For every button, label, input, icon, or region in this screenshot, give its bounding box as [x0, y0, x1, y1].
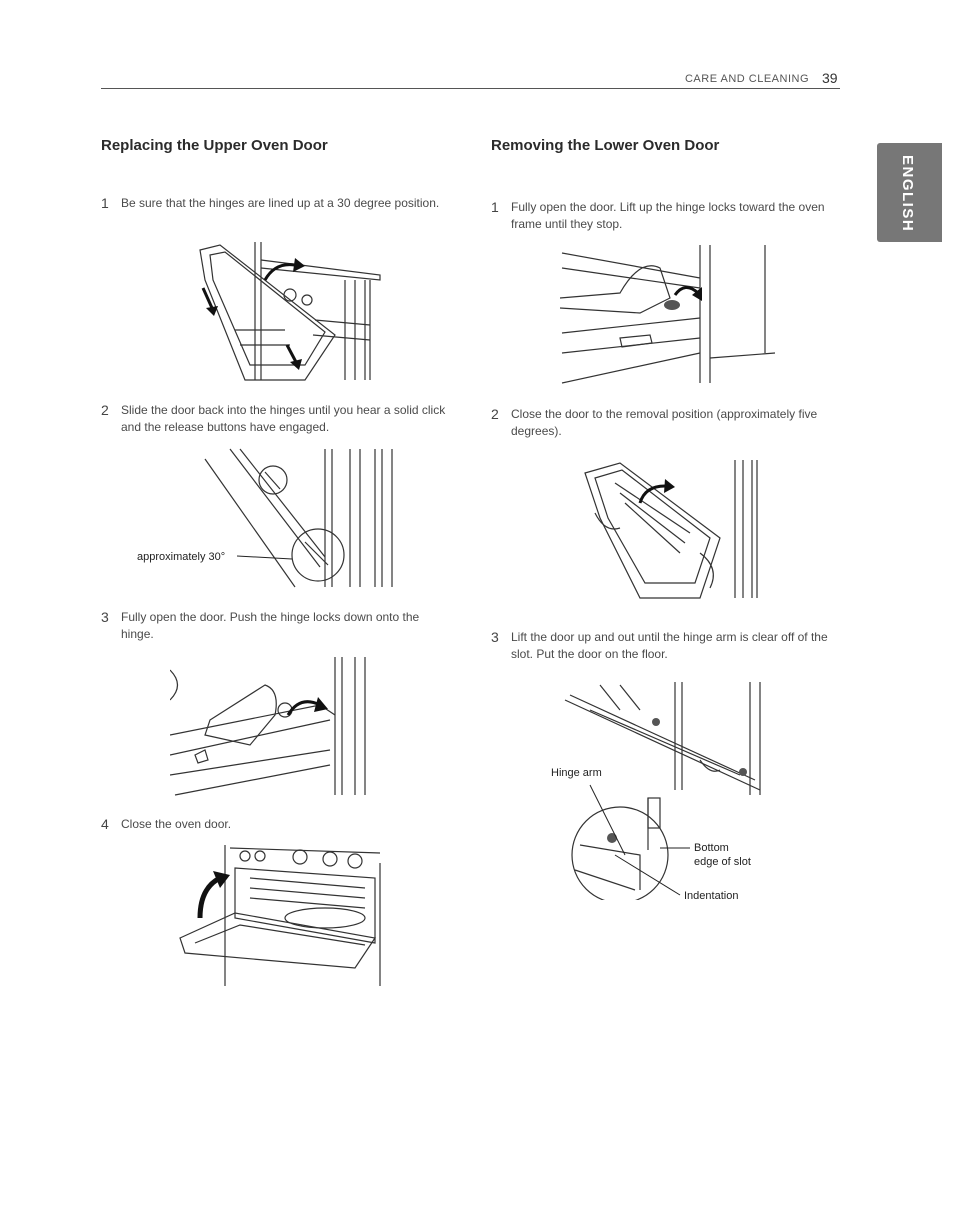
- illustration-close-oven-door: [175, 843, 385, 988]
- language-tab: ENGLISH: [877, 143, 942, 242]
- illustration-lift-hinge-locks: [560, 243, 775, 388]
- step-number: 1: [101, 195, 109, 211]
- curved-arrow-icon: [673, 286, 702, 301]
- section-title-lower-door: Removing the Lower Oven Door: [491, 137, 720, 154]
- illustration-slide-door-into-hinges: [200, 447, 400, 592]
- down-arrow-icon: [285, 344, 302, 370]
- running-header-section: CARE AND CLEANING: [684, 73, 809, 85]
- step-text: Lift the door up and out until the hinge…: [511, 630, 828, 661]
- callout-hinge-arm: Hinge arm: [551, 767, 602, 779]
- callout-bottom-edge-of-slot: Bottom edge of slot: [694, 841, 751, 869]
- illustration-push-hinge-locks-down: [170, 655, 380, 800]
- curved-arrow-icon: [286, 697, 328, 716]
- step-number: 2: [101, 402, 109, 418]
- step-number: 4: [101, 816, 109, 832]
- step-text: Fully open the door. Lift up the hinge l…: [511, 200, 825, 231]
- curved-arrow-icon: [638, 479, 675, 504]
- language-tab-label: ENGLISH: [899, 155, 916, 233]
- step-number: 3: [101, 609, 109, 625]
- down-arrow-icon: [201, 287, 218, 316]
- step-text: Close the door to the removal position (…: [511, 407, 818, 438]
- step-text: Slide the door back into the hinges unti…: [121, 403, 446, 434]
- callout-leader-lines: [585, 780, 695, 900]
- illustration-close-door-removal-position: [580, 458, 765, 603]
- step-number: 2: [491, 406, 499, 422]
- curved-arrow-icon: [263, 258, 305, 281]
- step-number: 3: [491, 629, 499, 645]
- callout-leader-line: [237, 555, 297, 575]
- illustration-lift-door-out-of-slot: [560, 680, 780, 900]
- illustration-upper-door-hinges-30-degrees: [195, 240, 385, 385]
- callout-bottom-edge-line-2: edge of slot: [694, 856, 751, 868]
- header-rule: [101, 88, 840, 89]
- step-text: Fully open the door. Push the hinge lock…: [121, 610, 420, 641]
- step-text: Close the oven door.: [121, 817, 232, 831]
- step-number: 1: [491, 199, 499, 215]
- callout-bottom-edge-line-1: Bottom: [694, 842, 729, 854]
- callout-indentation: Indentation: [684, 890, 739, 902]
- page-number: 39: [822, 70, 838, 86]
- callout-approximately-30: approximately 30°: [137, 551, 226, 563]
- curved-arrow-icon: [197, 871, 230, 919]
- section-title-upper-door: Replacing the Upper Oven Door: [101, 137, 328, 154]
- step-text: Be sure that the hinges are lined up at …: [121, 196, 440, 210]
